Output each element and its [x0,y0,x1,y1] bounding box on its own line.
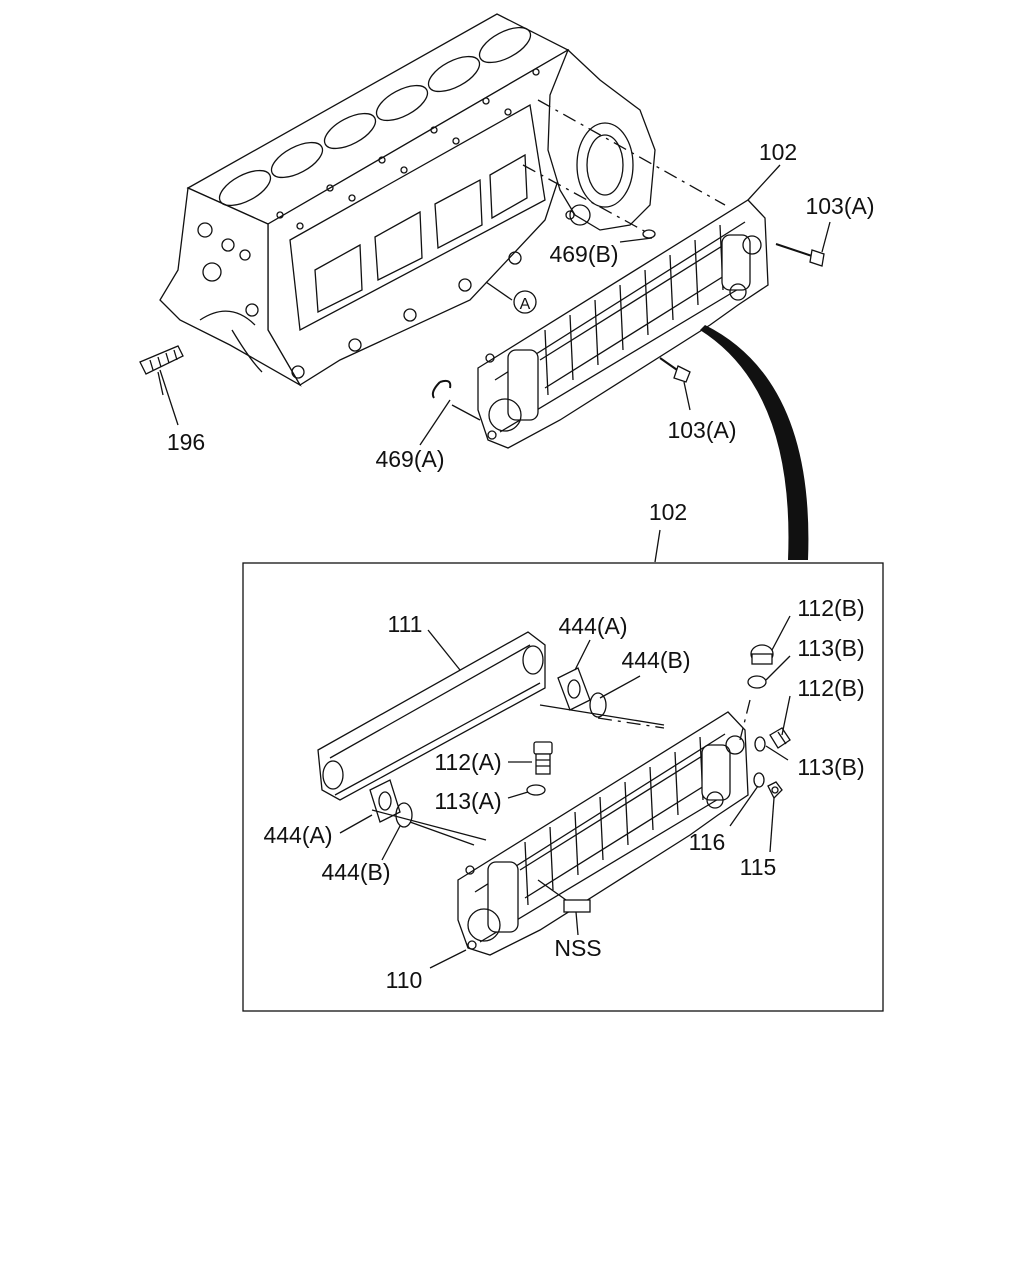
label-112b-top: 112(B) [797,595,864,621]
label-102-detail: 102 [649,499,687,525]
washer-113a [526,784,546,796]
label-103a-top: 103(A) [805,193,874,219]
engine-block [159,13,656,387]
flywheel-housing [547,48,656,231]
circle-a-label: A [520,296,531,313]
label-444b-top: 444(B) [621,647,690,673]
label-113b-mid: 113(B) [797,754,864,780]
stud-196 [139,345,184,375]
cooler-fins-top [539,224,741,396]
label-112b-mid: 112(B) [797,675,864,701]
o-ring-444b-left [395,802,413,828]
bolt-103a-top [775,243,825,267]
washer-116 [753,772,765,788]
label-113a: 113(A) [434,788,501,814]
cooler-body-110 [457,711,749,956]
cooler-inlet-top [507,349,539,421]
label-nss: NSS [554,935,601,961]
block-end-details [197,222,263,373]
cooler-port-top [488,398,522,432]
label-102-top: 102 [759,139,797,165]
leaders-top [157,99,831,446]
label-444a-top: 444(A) [558,613,627,639]
o-ring-444b-top [589,692,607,718]
block-side-cavities [289,103,546,379]
label-444a-left: 444(A) [263,822,332,848]
label-103a-bottom: 103(A) [667,417,736,443]
cooler-element-111 [317,631,546,801]
oil-cooler-assembly [477,199,769,449]
label-115: 115 [740,854,777,880]
label-469a: 469(A) [375,446,444,472]
detail-arrow [700,325,809,560]
label-113b-top: 113(B) [797,635,864,661]
label-469b: 469(B) [549,241,618,267]
label-116: 116 [689,829,726,855]
o-ring-469a [431,379,452,399]
plug-112b-top [750,644,774,665]
plug-112a [533,741,553,775]
nut-115 [767,781,783,800]
leaders-detail [339,615,791,969]
label-444b-left: 444(B) [321,859,390,885]
detail-box [242,562,884,1012]
washer-113b-top [747,675,767,689]
plug-112b-mid [769,727,791,749]
label-110: 110 [386,967,423,993]
cylinder-bores [218,26,532,207]
washer-113b-mid [754,736,766,752]
nss-tag [563,899,591,913]
deck-holes [276,68,540,230]
bolt-103a-bottom [659,357,691,383]
cooler-outlet-top [721,234,751,291]
label-111: 111 [388,611,423,637]
label-112a: 112(A) [434,749,501,775]
circle-a-marker [513,290,537,314]
label-196: 196 [167,429,205,455]
gasket-444a-top [557,667,591,711]
